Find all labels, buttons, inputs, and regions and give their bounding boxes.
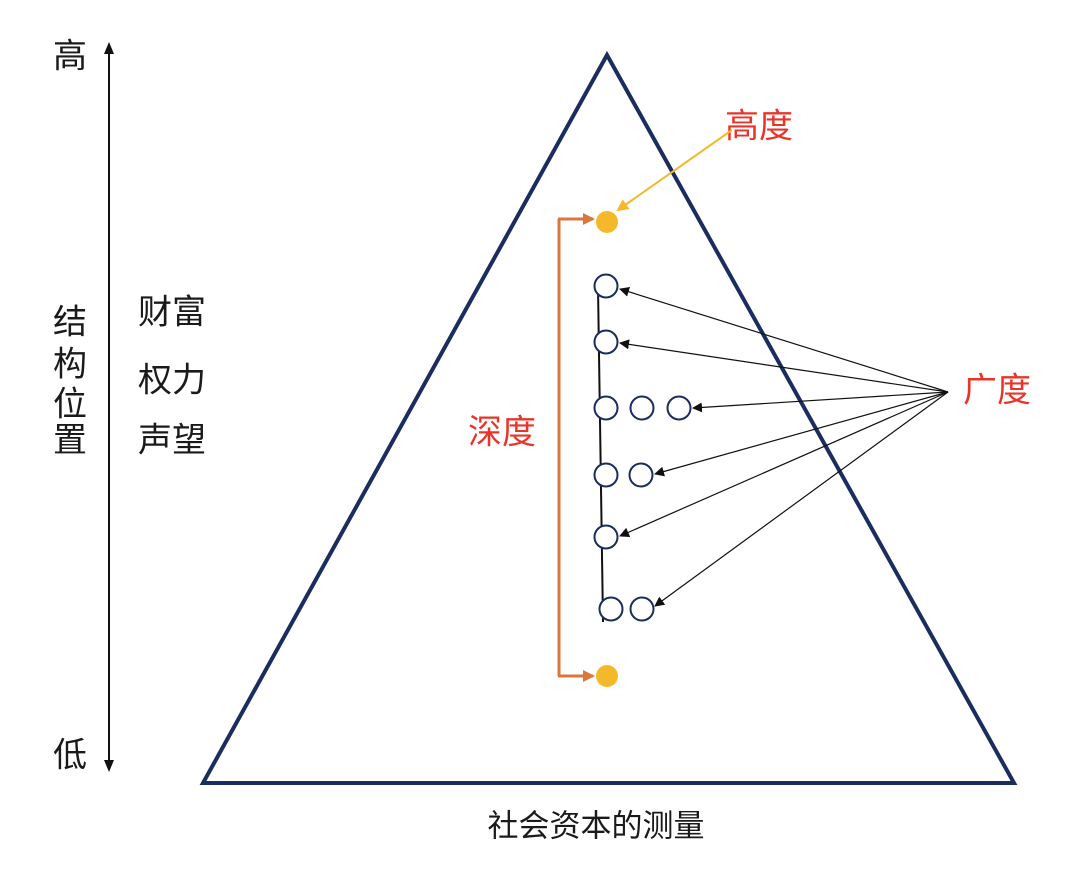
diagram-caption: 社会资本的测量 bbox=[488, 809, 705, 845]
vertical-label-char-2: 构 bbox=[53, 345, 87, 385]
vertical-axis: 高 低 结 构 位 置 bbox=[53, 37, 114, 776]
highest-position-node bbox=[596, 211, 618, 233]
contact-node bbox=[666, 395, 692, 421]
contact-node bbox=[593, 395, 619, 421]
resource-labels: 财富 权力 声望 bbox=[138, 293, 206, 461]
contact-node bbox=[629, 395, 655, 421]
vertical-label-char-4: 置 bbox=[53, 421, 87, 461]
breadth-label: 广度 bbox=[963, 371, 1031, 411]
contact-nodes bbox=[593, 273, 692, 622]
contact-node bbox=[598, 596, 624, 622]
vertical-label-char-1: 结 bbox=[53, 303, 87, 343]
breadth-arrow bbox=[654, 391, 949, 477]
breadth-arrows bbox=[619, 286, 949, 607]
lowest-position-node bbox=[596, 665, 618, 687]
axis-down-arrowhead bbox=[104, 760, 114, 772]
height-arrow bbox=[616, 129, 733, 212]
contact-node bbox=[629, 596, 655, 622]
breadth-arrow bbox=[692, 391, 949, 413]
resource-wealth: 财富 bbox=[138, 293, 206, 333]
contact-node bbox=[593, 273, 619, 299]
depth-bracket bbox=[557, 213, 595, 682]
breadth-arrow bbox=[619, 339, 949, 393]
pyramid-triangle bbox=[199, 50, 1018, 785]
depth-label: 深度 bbox=[468, 413, 536, 453]
axis-top-label: 高 bbox=[53, 37, 87, 77]
resource-power: 权力 bbox=[138, 361, 206, 401]
vertical-label-char-3: 位 bbox=[53, 385, 87, 425]
breadth-arrow bbox=[654, 391, 949, 607]
breadth-arrow bbox=[619, 391, 949, 537]
contact-node bbox=[628, 462, 654, 488]
axis-up-arrowhead bbox=[104, 42, 114, 54]
resource-prestige: 声望 bbox=[138, 421, 206, 461]
axis-bottom-label: 低 bbox=[53, 736, 87, 776]
contact-node bbox=[593, 462, 619, 488]
breadth-arrow bbox=[619, 286, 949, 393]
height-label: 高度 bbox=[725, 107, 793, 147]
contact-node bbox=[593, 524, 619, 550]
contact-node bbox=[593, 329, 619, 355]
